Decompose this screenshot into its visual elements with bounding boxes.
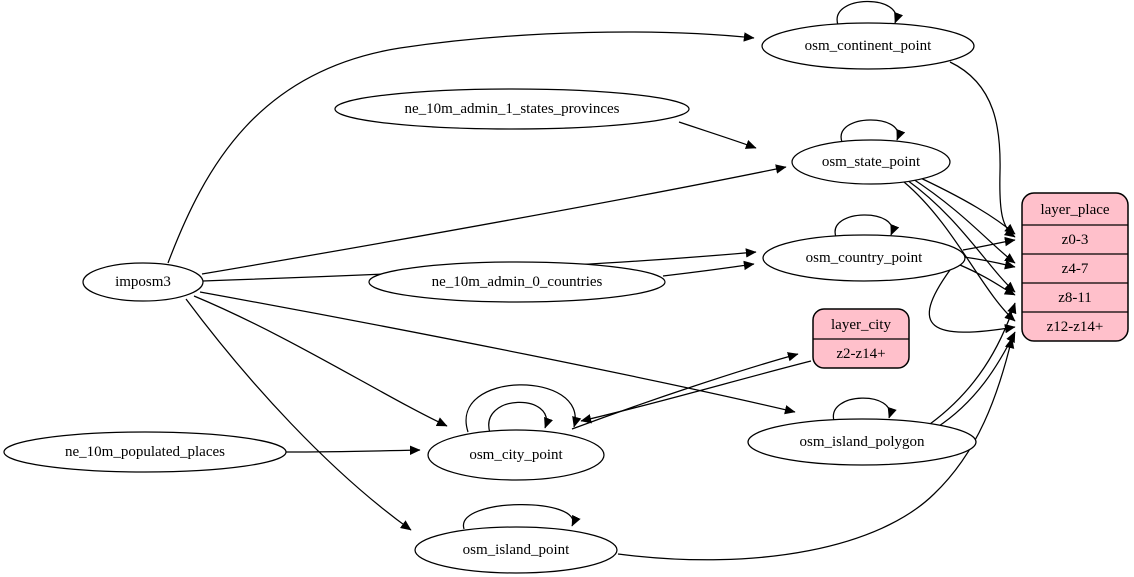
osm-country-point-ellipse: [762, 234, 966, 282]
node-layer-city: layer_city z2-z14+: [812, 308, 910, 369]
osm-continent-point-label: osm_continent_point: [805, 38, 932, 54]
osm-island-point-label: osm_island_point: [463, 542, 571, 558]
edge-group: [167, 0, 1017, 561]
node-ne-10m-admin-1-states-provinces: ne_10m_admin_1_states_provinces: [334, 88, 690, 130]
edge-osm-island-polygon-to-layer-place-z8-11: [929, 302, 1017, 425]
ne-10m-admin-1-label: ne_10m_admin_1_states_provinces: [405, 101, 620, 117]
imposm3-ellipse: [82, 262, 204, 302]
osm-country-point-label: osm_country_point: [806, 250, 923, 266]
edge-imposm3-to-osm-state-point: [201, 164, 787, 275]
ne-10m-admin-0-label: ne_10m_admin_0_countries: [432, 274, 603, 290]
edge-imposm3-to-osm-city-point: [193, 295, 448, 427]
self-loop-inner-osm-city-point: [488, 401, 553, 434]
edge-imposm3-to-osm-island-polygon: [199, 291, 796, 415]
edge-osm-country-point-to-layer-place-z12-z14: [928, 269, 1016, 334]
layer-city-title: layer_city: [831, 317, 891, 333]
layer-place-title: layer_place: [1040, 202, 1109, 218]
layer-place-row-z8-11: z8-11: [1058, 290, 1092, 306]
node-osm-continent-point: osm_continent_point: [761, 22, 975, 70]
ne-10m-populated-places-label: ne_10m_populated_places: [65, 444, 225, 460]
node-osm-country-point: osm_country_point: [762, 234, 966, 282]
edge-osm-state-point-to-layer-place-z12-z14: [903, 181, 1016, 322]
edge-ne-10m-populated-places-to-osm-city-point: [285, 445, 421, 455]
ne-10m-populated-places-ellipse: [3, 431, 287, 473]
edge-osm-state-point-to-layer-place-z0-3: [911, 173, 1016, 235]
osm-city-point-label: osm_city_point: [469, 447, 563, 463]
edge-imposm3-to-osm-island-point: [185, 298, 412, 531]
ne-10m-admin-0-ellipse: [368, 261, 666, 303]
edge-ne-10m-admin-0-to-osm-country-point: [662, 260, 755, 277]
node-osm-island-polygon: osm_island_polygon: [747, 418, 977, 466]
osm-state-point-label: osm_state_point: [822, 154, 921, 170]
node-osm-state-point: osm_state_point: [791, 139, 951, 185]
self-loop-osm-state-point: [840, 119, 906, 143]
imposm3-label: imposm3: [115, 274, 171, 290]
node-imposm3: imposm3: [82, 262, 204, 302]
self-loop-osm-island-polygon: [832, 397, 897, 422]
self-loop-osm-continent-point: [836, 0, 903, 26]
self-loop-osm-island-point: [463, 504, 581, 530]
edge-osm-island-point-to-layer-place-z12-z14: [617, 337, 1015, 561]
ne-10m-admin-1-ellipse: [334, 88, 690, 130]
edge-ne-10m-admin-1-to-osm-state-point: [678, 121, 757, 149]
self-loop-outer-osm-city-point: [465, 384, 582, 433]
layer-place-row-z4-7: z4-7: [1062, 261, 1089, 277]
osm-state-point-ellipse: [791, 139, 951, 185]
layer-place-row-z12-z14: z12-z14+: [1047, 319, 1104, 335]
edge-imposm3-to-osm-continent-point: [167, 31, 755, 264]
edge-osm-city-point-to-layer-city-z2-z14: [571, 352, 799, 430]
layer-place-box: [1021, 192, 1129, 342]
node-osm-island-point: osm_island_point: [414, 526, 618, 574]
edge-osm-country-point-to-layer-place-z0-3: [962, 236, 1016, 251]
osm-city-point-ellipse: [427, 429, 605, 481]
edge-osm-state-point-to-layer-place-z8-11: [906, 179, 1016, 293]
layer-city-row-z2-z14: z2-z14+: [836, 346, 885, 362]
edge-osm-state-point-to-layer-place-z4-7: [909, 176, 1016, 264]
self-loop-osm-country-point: [834, 214, 900, 238]
osm-island-polygon-label: osm_island_polygon: [799, 434, 925, 450]
node-layer-place: layer_place z0-3 z4-7 z8-11 z12-z14+: [1021, 192, 1129, 342]
node-osm-city-point: osm_city_point: [427, 429, 605, 481]
node-ne-10m-admin-0-countries: ne_10m_admin_0_countries: [368, 261, 666, 303]
node-ne-10m-populated-places: ne_10m_populated_places: [3, 431, 287, 473]
edge-layer-city-to-osm-city-point: [580, 360, 812, 424]
osm-island-polygon-ellipse: [747, 418, 977, 466]
layer-place-row-z0-3: z0-3: [1062, 232, 1089, 248]
osm-continent-point-ellipse: [761, 22, 975, 70]
edge-osm-country-point-to-layer-place-z8-11: [959, 264, 1016, 296]
edge-osm-country-point-to-layer-place-z4-7: [963, 256, 1016, 270]
osm-island-point-ellipse: [414, 526, 618, 574]
